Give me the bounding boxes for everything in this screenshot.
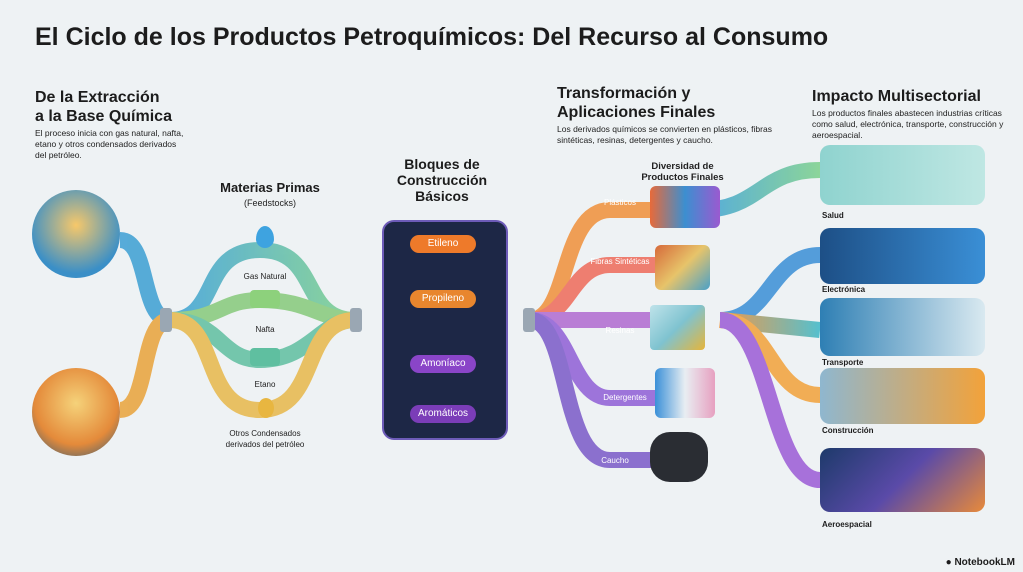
- blocks-title: Bloques de Construcción Básicos: [396, 156, 488, 204]
- brand-logo: ● NotebookLM: [946, 557, 1015, 568]
- tire-icon: [650, 432, 708, 482]
- product-label: Resinas: [605, 326, 635, 335]
- block-pill: Amoníaco: [410, 355, 476, 373]
- electronics-panel: [820, 228, 985, 284]
- raw-title: Materias Primas: [220, 180, 320, 195]
- construction-panel: [820, 368, 985, 424]
- extraction-desc: El proceso inicia con gas natural, nafta…: [35, 128, 184, 160]
- flow-line: [719, 247, 821, 328]
- flow-line: [169, 241, 356, 328]
- detergents-icon: [655, 368, 715, 418]
- transform-heading: Transformación y Aplicaciones Finales: [557, 85, 716, 121]
- aerospace-panel: [820, 448, 985, 512]
- transform-subtitle: Diversidad de Productos Finales: [641, 161, 724, 183]
- sector-label: Aeroespacial: [822, 520, 872, 529]
- offshore-platform-icon: [32, 190, 120, 278]
- impact-desc: Los productos finales abastecen industri…: [812, 108, 1004, 140]
- flow-line: [118, 312, 172, 418]
- flow-line: [528, 312, 700, 468]
- oil-rig-icon: [32, 368, 120, 456]
- transform-desc: Los derivados químicos se convierten en …: [557, 124, 772, 145]
- sector-label: Electrónica: [822, 285, 866, 294]
- block-pill: Etileno: [410, 235, 476, 253]
- health-panel: [820, 145, 985, 205]
- raw-item: Etano: [254, 380, 276, 389]
- product-label: Caucho: [601, 456, 629, 465]
- page-title: El Ciclo de los Productos Petroquímicos:…: [35, 23, 829, 51]
- sector-label: Transporte: [822, 358, 864, 367]
- pipe-connector: [350, 308, 362, 332]
- extraction-heading: De la Extracción a la Base Química: [35, 88, 172, 126]
- product-label: Plásticos: [603, 198, 636, 207]
- flow-line: [718, 312, 822, 488]
- brand-text: NotebookLM: [954, 557, 1015, 568]
- impact-heading: Impacto Multisectorial: [812, 88, 981, 105]
- condensate-drop-icon: [258, 398, 274, 418]
- plastics-icon: [650, 186, 720, 228]
- block-pill: Propileno: [410, 290, 476, 308]
- gas-drop-icon: [256, 226, 274, 248]
- flow-line: [118, 232, 172, 328]
- blocks-panel: [382, 220, 508, 440]
- block-pill: Aromáticos: [410, 405, 476, 423]
- brand-dot-icon: ●: [945, 557, 952, 568]
- etano-molecule-icon: [250, 348, 280, 366]
- extraction-heading-line1: De la Extracción: [35, 89, 160, 106]
- fibers-icon: [655, 245, 710, 290]
- product-label: Fibras Sintéticas: [590, 257, 650, 266]
- sector-label: Construcción: [822, 426, 874, 435]
- sector-label: Salud: [822, 211, 844, 220]
- product-label: Detergentes: [603, 393, 647, 402]
- raw-subtitle: (Feedstocks): [243, 198, 296, 208]
- pipe-connector: [523, 308, 535, 332]
- pipe-connector: [160, 308, 172, 332]
- resins-icon: [650, 305, 705, 350]
- nafta-molecule-icon: [250, 290, 280, 308]
- transport-panel: [820, 298, 985, 356]
- extraction-heading-line2: a la Base Química: [35, 108, 172, 125]
- raw-item: Otros Condensados derivados del petróleo: [225, 429, 305, 449]
- raw-item: Nafta: [255, 325, 275, 334]
- raw-item: Gas Natural: [243, 272, 287, 281]
